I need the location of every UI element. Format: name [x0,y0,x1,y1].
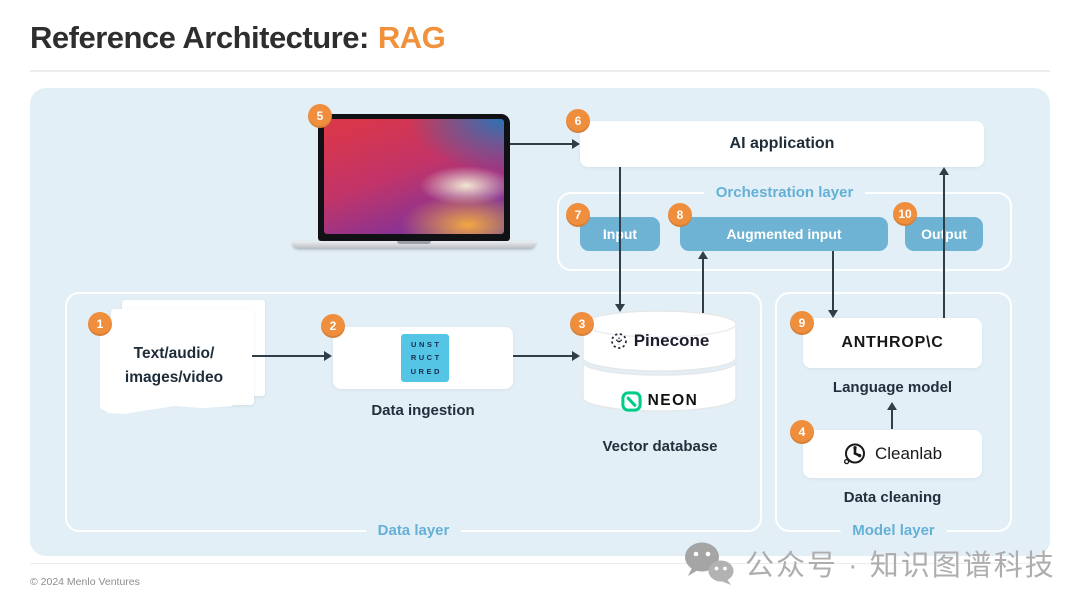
connector-model-to-app [943,174,945,318]
arrowhead-cleanlab-to-model [887,402,897,410]
macbook-notch [397,241,431,244]
unstructured-logo-line1: UNST [411,339,442,349]
connector-ingestion-to-vectordb [513,355,572,357]
arrowhead-model-to-app [939,167,949,175]
arrowhead-ingestion-to-vectordb [572,351,580,361]
anthropic-logo-label: ANTHROP\C [841,334,944,351]
title-prefix: Reference Architecture: [30,20,369,55]
connector-docs-to-ingestion [252,355,324,357]
data-cleaning-caption: Data cleaning [843,489,942,506]
step-badge-5: 5 [308,104,332,128]
arrowhead-docs-to-ingestion [324,351,332,361]
neon-logo: NEON [582,390,737,412]
orchestration-layer-box: Orchestration layer [557,183,1012,271]
connector-vectordb-to-augmented [702,258,704,313]
step-badge-1: 1 [88,312,112,336]
connector-augmented-to-model [832,251,834,312]
arrowhead-device-to-app [572,139,580,149]
step-badge-4: 4 [790,420,814,444]
step-badge-9: 9 [790,311,814,335]
arrowhead-vectordb-to-augmented [698,251,708,259]
step-badge-10: 10 [893,202,917,226]
pinecone-label: Pinecone [633,331,710,350]
header-divider [30,70,1050,72]
connector-device-to-app [510,143,573,145]
neon-label: NEON [647,392,699,409]
model-layer-box: Model layer [775,292,1012,541]
step-badge-7: 7 [566,203,590,227]
source-docs-label-line1: Text/audio/ [133,345,215,362]
watermark-text: 公众号 · 知识图谱科技 [745,550,1056,582]
page-title: Reference Architecture:RAG [30,20,446,56]
step-badge-8: 8 [668,203,692,227]
data-ingestion-caption: Data ingestion [371,402,475,419]
augmented-input-label: Augmented input [726,226,842,242]
watermark: 公众号 · 知识图谱科技 [683,541,1056,585]
cleanlab-logo-label: Cleanlab [874,444,943,463]
model-layer-label: Model layer [840,521,947,541]
augmented-input-node: Augmented input [680,217,888,251]
ai-application-label: AI application [729,135,835,152]
ai-application-box: AI application [580,121,984,167]
wechat-icon [685,542,734,585]
neon-icon [620,390,642,412]
unstructured-logo-icon: UNST RUCT URED [401,334,449,382]
unstructured-logo-line3: URED [410,366,442,376]
unstructured-logo-line2: RUCT [410,353,442,363]
footer-divider [30,563,1050,564]
arrowhead-augmented-to-model [828,310,838,318]
orchestration-layer-label: Orchestration layer [703,183,866,203]
anthropic-box: ANTHROP\C [803,318,982,368]
step-badge-2: 2 [321,314,345,338]
vector-database-cylinder [582,310,737,412]
source-docs-label-line2: images/video [124,369,224,387]
data-layer-box: Data layer [65,292,762,541]
data-layer-label: Data layer [365,521,462,541]
step-badge-3: 3 [570,312,594,336]
copyright-text: © 2024 Menlo Ventures [30,576,140,588]
language-model-caption: Language model [832,379,953,396]
title-highlight: RAG [377,20,446,55]
vector-database-caption: Vector database [602,438,718,455]
macbook-laptop [318,114,510,241]
connector-cleanlab-to-model [891,409,893,429]
macbook-base [292,241,536,249]
cleanlab-box: Cleanlab [803,430,982,478]
arrowhead-app-to-vectordb [615,304,625,312]
document-page-front: Text/audio/ images/video [100,318,248,415]
connector-app-to-vectordb [619,167,621,306]
cleanlab-icon [843,443,865,465]
macbook-wallpaper [324,119,504,234]
pinecone-icon [610,333,627,349]
pinecone-logo: Pinecone [582,330,737,352]
step-badge-6: 6 [566,109,590,133]
